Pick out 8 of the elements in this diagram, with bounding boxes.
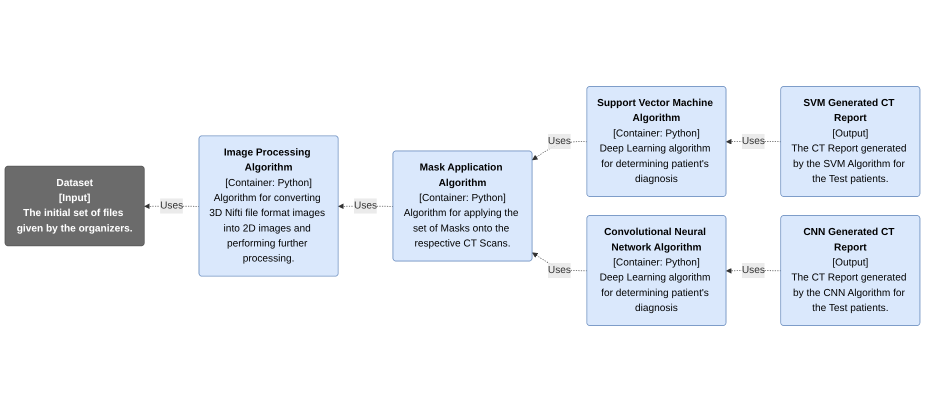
arrow (532, 252, 588, 272)
edge-label: Uses (160, 200, 184, 212)
edge-label: Uses (354, 200, 378, 212)
edge-label: Uses (742, 264, 765, 276)
edge-label: Uses (742, 136, 765, 147)
edge-label: Uses (548, 264, 571, 276)
arrow (532, 141, 588, 160)
edge-label: Uses (548, 136, 571, 147)
